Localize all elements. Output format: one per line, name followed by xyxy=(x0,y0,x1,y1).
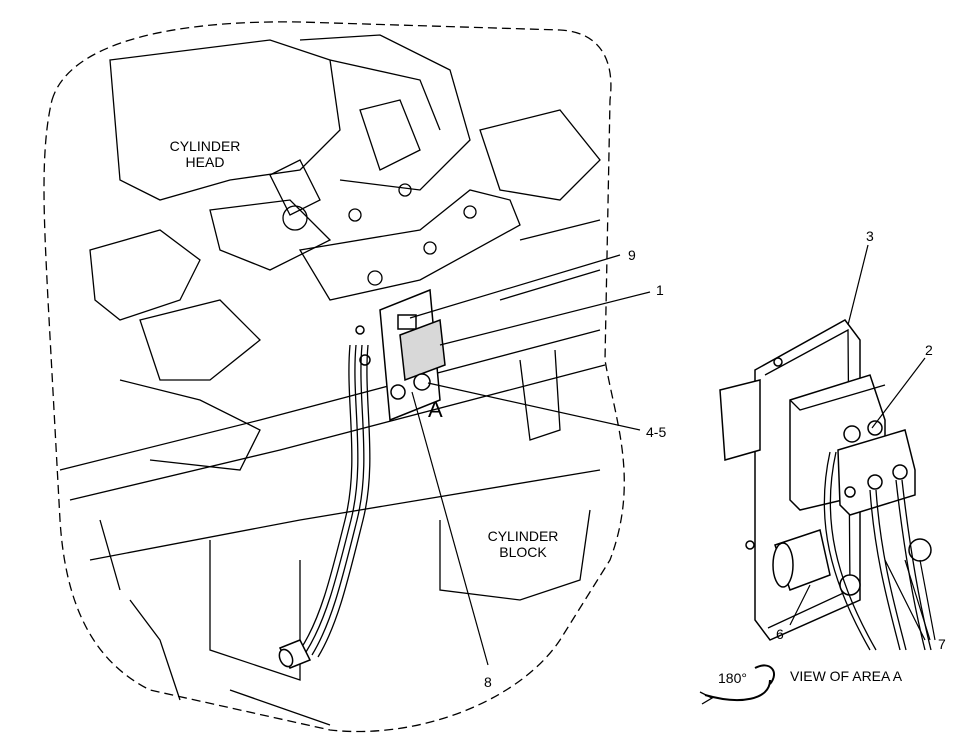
leader-2 xyxy=(871,357,926,429)
rotation-arrow-icon xyxy=(699,664,775,705)
cylinder-block-label: CYLINDER BLOCK xyxy=(487,528,559,560)
callout-2: 2 xyxy=(925,342,933,358)
wire-harness xyxy=(278,344,371,669)
callout-9: 9 xyxy=(628,247,636,263)
leader-1 xyxy=(439,291,651,346)
cylinder-block-shape xyxy=(59,329,606,726)
cylinder-head-label: CYLINDER HEAD xyxy=(169,138,241,170)
cylinder-head-shape xyxy=(89,34,601,471)
leader-4-5 xyxy=(427,382,641,431)
callout-4-5: 4-5 xyxy=(646,424,667,440)
callout-7: 7 xyxy=(938,636,946,652)
leader-7 xyxy=(884,559,936,641)
inset-switch-view xyxy=(719,319,932,651)
callout-6: 6 xyxy=(776,626,784,642)
switch-bracket-main xyxy=(355,288,446,422)
area-marker-label: A xyxy=(428,397,443,422)
leader-8 xyxy=(411,391,489,666)
leader-9 xyxy=(409,254,621,319)
engine-outline xyxy=(43,21,625,733)
view-caption: VIEW OF AREA A xyxy=(790,668,903,684)
leader-3 xyxy=(847,244,869,326)
callout-1: 1 xyxy=(656,282,664,298)
leader-6 xyxy=(789,584,811,626)
callout-3: 3 xyxy=(866,228,874,244)
rotation-label: 180° xyxy=(718,670,747,686)
callout-8: 8 xyxy=(484,674,492,690)
